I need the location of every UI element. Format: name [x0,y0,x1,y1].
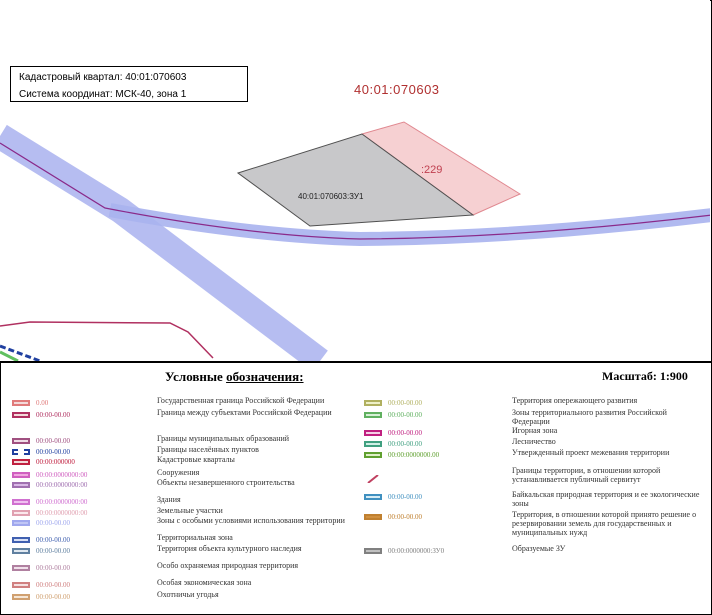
legend-swatch [12,510,30,516]
legend-swatch [12,548,30,554]
legend-swatch [12,449,30,455]
legend-code: 00:00:000000 [36,458,75,466]
legend-label: Земельные участки [157,506,223,515]
legend-label: Территориальная зона [157,533,233,542]
legend-code: 00:00-00.00 [36,448,71,456]
legend-swatch [12,520,30,526]
new-parcel[interactable] [236,133,475,227]
legend-code: 00:00-00.00 [388,513,423,521]
legend-label: Здания [157,495,181,504]
scale-label: Масштаб: 1:900 [602,369,688,383]
legend-label: Граница между субъектами Российской Феде… [157,408,332,417]
divider [0,361,712,363]
legend-swatch [12,482,30,488]
legend-swatch [12,472,30,478]
legend-label: Особо охраняемая природная территория [157,561,299,570]
legend-code: 0.00 [36,399,49,407]
info-box: Кадастровый квартал: 40:01:070603 Систем… [10,66,248,102]
legend-swatch [12,565,30,571]
settlement-boundary [0,344,41,361]
legend-code: 00:00-00.00 [36,547,71,555]
legend-label: Территория опережающего развития [512,396,638,405]
legend-code: 00:00-00.00 [36,581,71,589]
lower-boundary-line [0,321,214,359]
legend-swatch [12,499,30,505]
legend-label: Игорная зона [512,426,558,435]
info-quarter: Кадастровый квартал: 40:01:070603 [19,72,187,83]
legend-swatch [364,430,382,436]
legend-label: Кадастровые кварталы [157,455,235,464]
legend-swatch [12,438,30,444]
legend-code: 00:00-00.00 [36,564,71,572]
legend-code: 00:00:0000000:00 [36,481,88,489]
legend-swatch [364,514,382,520]
legend-code: 00:00:0000000.00 [388,451,440,459]
quarter-boundary-line [0,142,710,240]
info-coords: Система координат: МСК-40, зона 1 [19,89,187,100]
new-parcel-label: 40:01:070603:ЗУ1 [298,192,364,201]
legend-code: 00:00:0000000:00 [36,509,88,517]
legend-title-underlined: обозначения: [226,369,304,384]
legend-swatch [364,412,382,418]
legend-code: 00:00-00.00 [388,411,423,419]
legend-code: 00:00:0000000:ЗУ0 [388,547,445,555]
legend-code: 00:00:0000000:00 [36,471,88,479]
legend-code: 00:00-00.00 [36,536,71,544]
green-fragment [0,350,19,361]
legend-title-prefix: Условные [165,369,227,384]
legend-label: Границы населённых пунктов [157,445,259,454]
legend-swatch [12,459,30,465]
legend-swatch [12,537,30,543]
legend-label: Утвержденный проект межевания территории [512,448,670,457]
legend-swatch [12,582,30,588]
legend-label: Объекты незавершенного строительства [157,478,295,487]
legend-label: Охотничьи угодья [157,590,219,599]
legend-title: Условные обозначения: [165,369,304,385]
legend-label: Территория, в отношении которой принято … [512,510,697,537]
legend-code: 00:00-00.00 [36,593,71,601]
legend-label: Государственная граница Российской Федер… [157,396,325,405]
legend-code: 00:00-00.00 [36,519,71,527]
legend-swatch [364,494,382,500]
legend-label: Зоны территориального развития Российско… [512,408,667,426]
legend-code: 00:00-00.00 [388,493,423,501]
legend-swatch [364,452,382,458]
map-canvas[interactable]: :229 40:01:070603:ЗУ1 40:01:070603 [0,0,710,361]
legend-code: 00:00-00.00 [36,437,71,445]
legend-label: Зоны с особыми условиями использования т… [157,516,345,525]
legend-label: Границы муниципальных образований [157,434,290,443]
quarter-label: 40:01:070603 [354,82,440,97]
legend-swatch [364,548,382,554]
legend-label: Сооружения [157,468,200,477]
legend-code: 00:00-00.00 [388,429,423,437]
legend-code: 00:00:0000000:00 [36,498,88,506]
legend-label: Лесничество [512,437,556,446]
legend-swatch [364,400,382,406]
legend-label: Территория объекта культурного наследия [157,544,302,553]
neighbor-parcel-label: :229 [421,164,442,176]
legend-label: Образуемые ЗУ [512,544,566,553]
legend-label: Байкальская природная территория и ее эк… [512,490,700,508]
legend-swatch [12,412,30,418]
legend-swatch [364,441,382,447]
legend-label: Особая экономическая зона [157,578,252,587]
legend: Условные обозначения: Масштаб: 1:900 0.0… [0,363,710,613]
legend-code: 00:00-00.00 [388,399,423,407]
legend-code: 00:00-00.00 [36,411,71,419]
legend-code: 00:00-00.00 [388,440,423,448]
map-view[interactable]: :229 40:01:070603:ЗУ1 40:01:070603 Кадас… [0,0,710,361]
legend-label: Границы территории, в отношении которой … [512,466,661,484]
legend-swatch [364,470,382,484]
legend-swatch [12,400,30,406]
legend-swatch [12,594,30,600]
